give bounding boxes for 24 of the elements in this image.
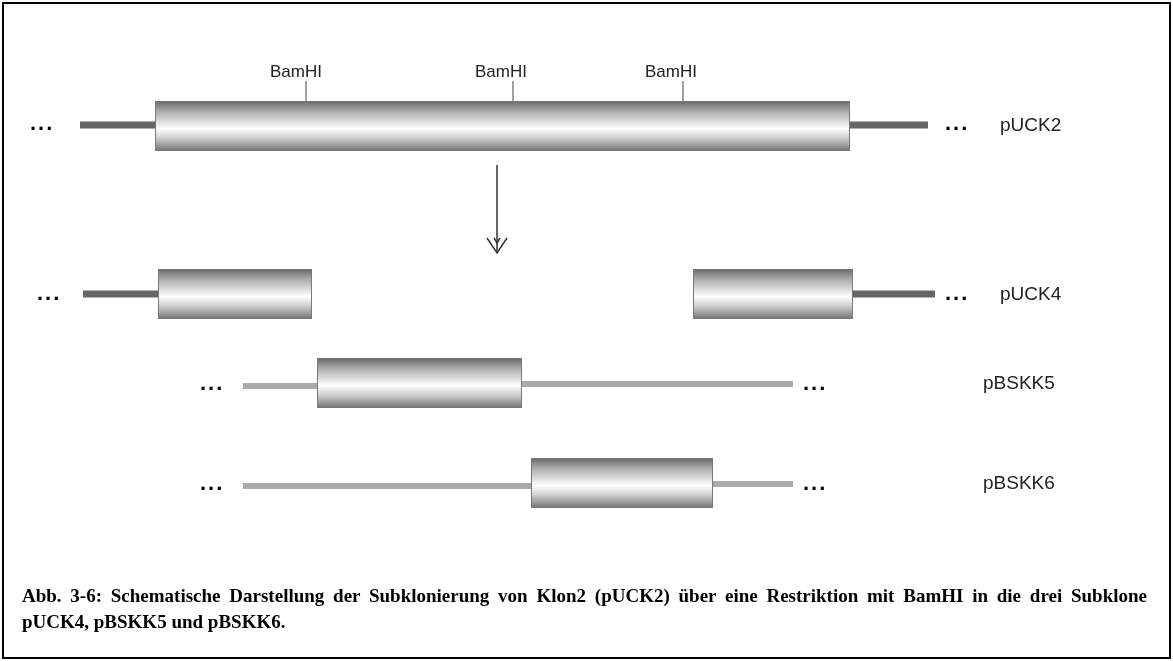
continuation-dots: ... (945, 282, 970, 304)
leader-line (682, 80, 684, 102)
continuation-dots: ... (200, 472, 225, 494)
dna-insert-cylinder (531, 458, 713, 508)
clone-name: pUCK4 (1000, 283, 1062, 305)
restriction-site-label: BamHI (270, 63, 322, 81)
dna-insert-cylinder (317, 358, 522, 408)
continuation-dots: ... (30, 112, 55, 134)
dna-insert-cylinder (158, 269, 312, 319)
clone-name: pUCK2 (1000, 114, 1062, 136)
continuation-dots: ... (945, 112, 970, 134)
dna-insert-cylinder (155, 101, 850, 151)
leader-line (512, 80, 514, 102)
continuation-dots: ... (37, 282, 62, 304)
clone-name: pBSKK5 (983, 372, 1055, 394)
continuation-dots: ... (803, 372, 828, 394)
restriction-site-label: BamHI (645, 63, 697, 81)
continuation-dots: ... (803, 472, 828, 494)
continuation-dots: ... (200, 372, 225, 394)
clone-name: pBSKK6 (983, 472, 1055, 494)
figure-caption: Abb. 3-6: Schematische Darstellung der Subklonierung von Klon2 (pUCK2) über eine Restriktion mit BamHI in die drei Subklone pUCK4, pBSKK5 und pBSKK6. (22, 584, 1147, 634)
restriction-site-label: BamHI (475, 63, 527, 81)
leader-line (305, 80, 307, 102)
dna-insert-cylinder (693, 269, 853, 319)
